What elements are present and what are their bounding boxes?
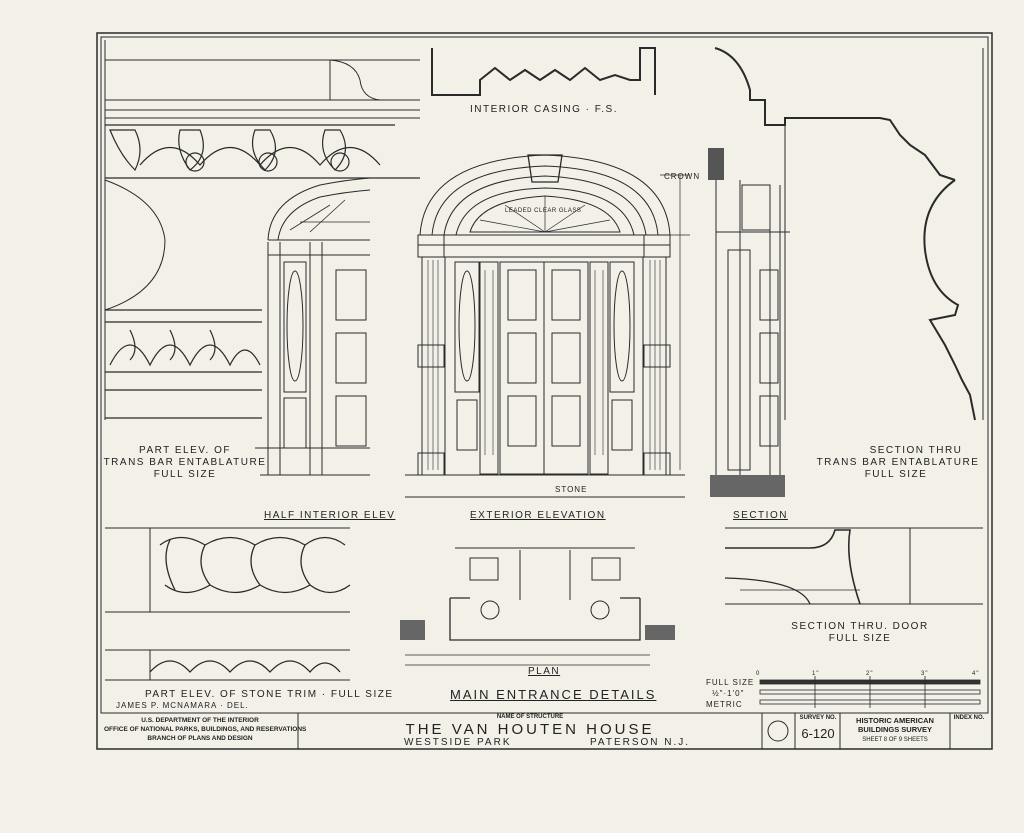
scale-mark-4: 4": [972, 671, 980, 677]
stone-trim-label: PART ELEV. OF STONE TRIM · FULL SIZE: [145, 689, 394, 700]
scale-mark-0: 0: [756, 671, 761, 677]
stone-label: STONE: [555, 485, 588, 494]
cornice-profile: [104, 40, 420, 420]
location-left: WESTSIDE PARK: [404, 737, 512, 748]
scale-mark-1: 1": [812, 671, 820, 677]
scale-full-size: FULL SIZE: [706, 678, 755, 687]
scale-mark-2: 2": [866, 671, 874, 677]
outer-border: [96, 32, 993, 750]
section-door-label-2: FULL SIZE: [828, 633, 892, 644]
part-elev-label-3: FULL SIZE: [153, 469, 217, 480]
crown-label: CROWN: [664, 172, 701, 181]
delineator-label: JAMES P. McNAMARA · DEL.: [116, 701, 249, 710]
index-caption: INDEX NO.: [953, 715, 985, 721]
habs-line-2: BUILDINGS SURVEY: [857, 725, 933, 734]
survey-caption: SURVEY NO.: [799, 715, 837, 721]
stone-trim-elevation: [105, 527, 351, 681]
part-elev-label-1: PART ELEV. OF: [139, 445, 231, 456]
location-right: PATERSON N.J.: [590, 737, 691, 748]
scale-half-inch: ½"·1'0": [712, 689, 745, 698]
agency-line-1: U.S. DEPARTMENT OF THE INTERIOR: [141, 717, 259, 724]
habs-line-1: HISTORIC AMERICAN: [856, 716, 934, 725]
interior-casing-label: INTERIOR CASING · F.S.: [470, 104, 619, 115]
scale-mark-3: 3": [921, 671, 929, 677]
graphic-scale: [759, 676, 981, 708]
title-block: [101, 712, 988, 749]
interior-casing-profile: [431, 47, 656, 96]
section-thru-label-3: FULL SIZE: [864, 469, 928, 480]
lower-frieze: [105, 309, 262, 419]
plan-label: PLAN: [528, 666, 561, 677]
torus-section: [104, 179, 166, 311]
section-thru-label-2: TRANS BAR ENTABLATURE: [816, 457, 980, 468]
scale-metric: METRIC: [706, 700, 743, 709]
main-entrance-label: MAIN ENTRANCE DETAILS: [450, 687, 657, 702]
section-door-label-1: SECTION THRU. DOOR: [791, 621, 929, 632]
structure-name: THE VAN HOUTEN HOUSE: [405, 721, 655, 738]
agency-line-2: OFFICE OF NATIONAL PARKS, BUILDINGS, AND…: [104, 726, 307, 733]
exterior-elevation-label: EXTERIOR ELEVATION: [470, 510, 606, 521]
half-interior-elev-label: HALF INTERIOR ELEV: [264, 510, 396, 521]
name-caption: NAME OF STRUCTURE: [496, 714, 564, 720]
exterior-elevation: [405, 154, 690, 498]
section-label: SECTION: [733, 510, 788, 521]
cornice-section-profile: [714, 47, 956, 181]
door-section: [708, 148, 790, 497]
acanthus-frieze: [105, 124, 420, 179]
entablature-section: [923, 179, 976, 421]
section-thru-door: [724, 527, 983, 605]
agency-line-3: BRANCH OF PLANS AND DESIGN: [147, 735, 253, 742]
section-thru-label-1: SECTION THRU: [869, 445, 963, 456]
half-interior-elevation: [255, 177, 371, 476]
survey-number: 6-120: [801, 726, 835, 741]
part-elev-label-2: TRANS BAR ENTABLATURE: [103, 457, 267, 468]
fanlight-label: LEADED CLEAR GLASS: [505, 208, 582, 214]
sheet-info: SHEET 8 OF 9 SHEETS: [862, 737, 928, 743]
entrance-plan: [400, 547, 675, 666]
